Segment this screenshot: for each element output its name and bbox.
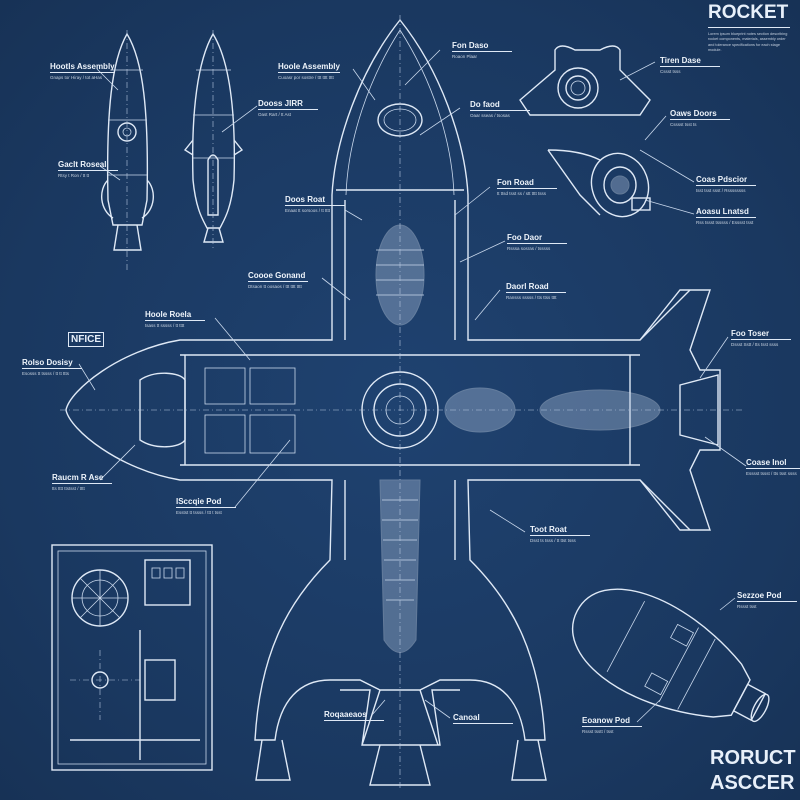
callout-title: Oaws Doors bbox=[670, 109, 730, 120]
side-view-rocket-right bbox=[183, 30, 244, 250]
title-divider bbox=[708, 27, 790, 28]
footer-line-2: ASCCER bbox=[710, 772, 795, 794]
callout-title: Hootls Assembly bbox=[50, 62, 115, 73]
callout-label: Coas Pdscior tsst tsst ssst / Rssssssss bbox=[696, 175, 756, 194]
description-text: Lorem ipsum blueprint notes section desc… bbox=[708, 32, 788, 52]
callout-subtext: tsst tsst ssst / Rssssssss bbox=[696, 188, 746, 193]
callout-title: Tiren Dase bbox=[660, 56, 720, 67]
callout-subtext: Esstst tt tssss / ttt t tsst bbox=[176, 510, 222, 515]
callout-subtext: Rssst tsst bbox=[737, 604, 757, 609]
callout-label: Fon Road tt ttsd tsst ss / stt tttt tsss bbox=[497, 178, 557, 197]
callout-title: Eoanow Pod bbox=[582, 716, 642, 727]
callout-title: Coas Pdscior bbox=[696, 175, 756, 186]
callout-subtext: Dssst Sstt / tts tsst ssss bbox=[731, 342, 779, 347]
callout-title: Foo Daor bbox=[507, 233, 567, 244]
callout-subtext: Dtsaon tt oosaos / ttt tttt tttt bbox=[248, 284, 302, 289]
callout-title: Roqaaeaos bbox=[324, 710, 384, 721]
callout-label: Dooss JIRR Oast Rart / tt Ast bbox=[258, 99, 318, 118]
callout-title: Hoole Assembly bbox=[278, 62, 340, 73]
callout-title: Daorl Road bbox=[506, 282, 566, 293]
callout-title: Aoasu Lnatsd bbox=[696, 207, 756, 218]
callout-subtext: Enaat tt sorsoos / tt tttt bbox=[285, 208, 331, 213]
callout-subtext: Oaar sseas / tsosas bbox=[470, 113, 510, 118]
callout-subtext: Rss tssst tsssss / Esssst tsst bbox=[696, 220, 754, 225]
engine-part-middle bbox=[547, 149, 651, 218]
callout-title: Foo Toser bbox=[731, 329, 791, 340]
callout-title: Hoole Roela bbox=[145, 310, 205, 321]
callout-subtext: Gnaps tor Hiray / tot aHas bbox=[50, 75, 103, 80]
callout-subtext: tts tttt ttstsst / tttt bbox=[52, 486, 85, 491]
callout-title: Fon Road bbox=[497, 178, 557, 189]
callout-label: Raucm R Ase tts tttt ttstsst / tttt bbox=[52, 473, 112, 492]
callout-title: Do faod bbox=[470, 100, 530, 111]
callout-subtext: Cssst tsss bbox=[660, 69, 681, 74]
callout-subtext: Csssst tsst ts bbox=[670, 122, 697, 127]
callout-label: Roqaaeaos bbox=[324, 710, 384, 721]
callout-title: ISccqie Pod bbox=[176, 497, 236, 508]
capsule-module bbox=[571, 588, 770, 723]
callout-subtext: Ransss sssss / tts ttss tttt bbox=[506, 295, 557, 300]
callout-title: Dooss JIRR bbox=[258, 99, 318, 110]
callout-subtext: Esssst tssst / tts tsst ssss bbox=[746, 471, 797, 476]
callout-subtext: Rsssa sosras / tsssss bbox=[507, 246, 551, 251]
callout-subtext: Oast Rart / tt Ast bbox=[258, 112, 292, 117]
callout-title: Coooe Gonand bbox=[248, 271, 308, 282]
footer-title: RORUCT ASCCER bbox=[710, 746, 796, 796]
callout-title: Raucm R Ase bbox=[52, 473, 112, 484]
leader-lines bbox=[78, 49, 747, 723]
callout-title: Canoal bbox=[453, 713, 513, 724]
engine-part-top bbox=[519, 45, 651, 116]
callout-title: Rolso Dosisy bbox=[22, 358, 82, 369]
callout-subtext: Dsst ts tsss / tt ttst tsss bbox=[530, 538, 576, 543]
note-box: NFICE bbox=[68, 332, 104, 347]
callout-label: Canoal bbox=[453, 713, 513, 724]
callout-title: Sezzoe Pod bbox=[737, 591, 797, 602]
title: ROCKET bbox=[708, 2, 789, 23]
callout-title: Toot Roat bbox=[530, 525, 590, 536]
callout-label: Hoole Roela tsass tt sssss / tt tttt bbox=[145, 310, 205, 329]
callout-title: Doos Roat bbox=[285, 195, 345, 206]
callout-subtext: Rssst tsstt / tsst bbox=[582, 729, 614, 734]
callout-title: Fon Daso bbox=[452, 41, 512, 52]
callout-subtext: tsass tt sssss / tt tttt bbox=[145, 323, 185, 328]
callout-title: Coase Inol bbox=[746, 458, 800, 469]
floor-plan-schematic bbox=[51, 544, 213, 771]
footer-line-1: RORUCT bbox=[710, 747, 796, 769]
side-view-rocket-left bbox=[101, 30, 154, 270]
callout-subtext: Rtsy t Ron / tt tt bbox=[58, 173, 90, 178]
callout-subtext: Roaon Plaar bbox=[452, 54, 478, 59]
callout-title: Gaclt Roseal bbox=[58, 160, 118, 171]
callout-subtext: Esosss tt tssss / tt tt ttts bbox=[22, 371, 70, 376]
main-rocket-cross-section bbox=[60, 15, 745, 790]
callout-subtext: tt ttsd tsst ss / stt tttt tsss bbox=[497, 191, 547, 196]
callout-subtext: Cuoasr por sostre / ttt tttt tttt bbox=[278, 75, 334, 80]
